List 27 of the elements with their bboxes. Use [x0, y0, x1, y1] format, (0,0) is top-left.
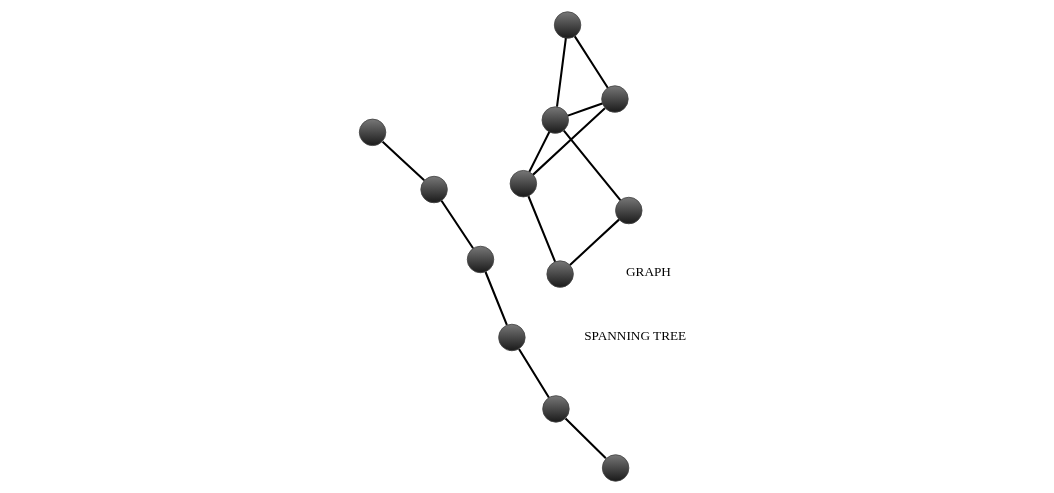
connector [568, 218, 620, 266]
connector [573, 35, 609, 89]
node-circle [541, 395, 570, 423]
connector [484, 271, 508, 326]
label: GRAPH [625, 263, 671, 279]
node-circle [509, 170, 537, 198]
connector [517, 348, 550, 399]
node-circle [545, 260, 574, 288]
node-circle [466, 245, 494, 274]
node-circle [541, 106, 569, 134]
connector [527, 131, 550, 173]
connector [381, 140, 425, 182]
node-circle [419, 175, 448, 204]
connector [567, 102, 603, 117]
label: SPANNING TREE [583, 328, 686, 344]
node-circle [358, 118, 386, 146]
node-circle [614, 196, 642, 225]
node-circle [600, 85, 629, 113]
node-circle [601, 454, 629, 482]
node-circle [553, 11, 581, 39]
connector [555, 38, 567, 107]
connector [527, 195, 556, 263]
connector [440, 200, 474, 249]
connector [562, 129, 621, 201]
connector [531, 107, 606, 176]
node-circle [497, 323, 526, 352]
connector [564, 417, 607, 460]
